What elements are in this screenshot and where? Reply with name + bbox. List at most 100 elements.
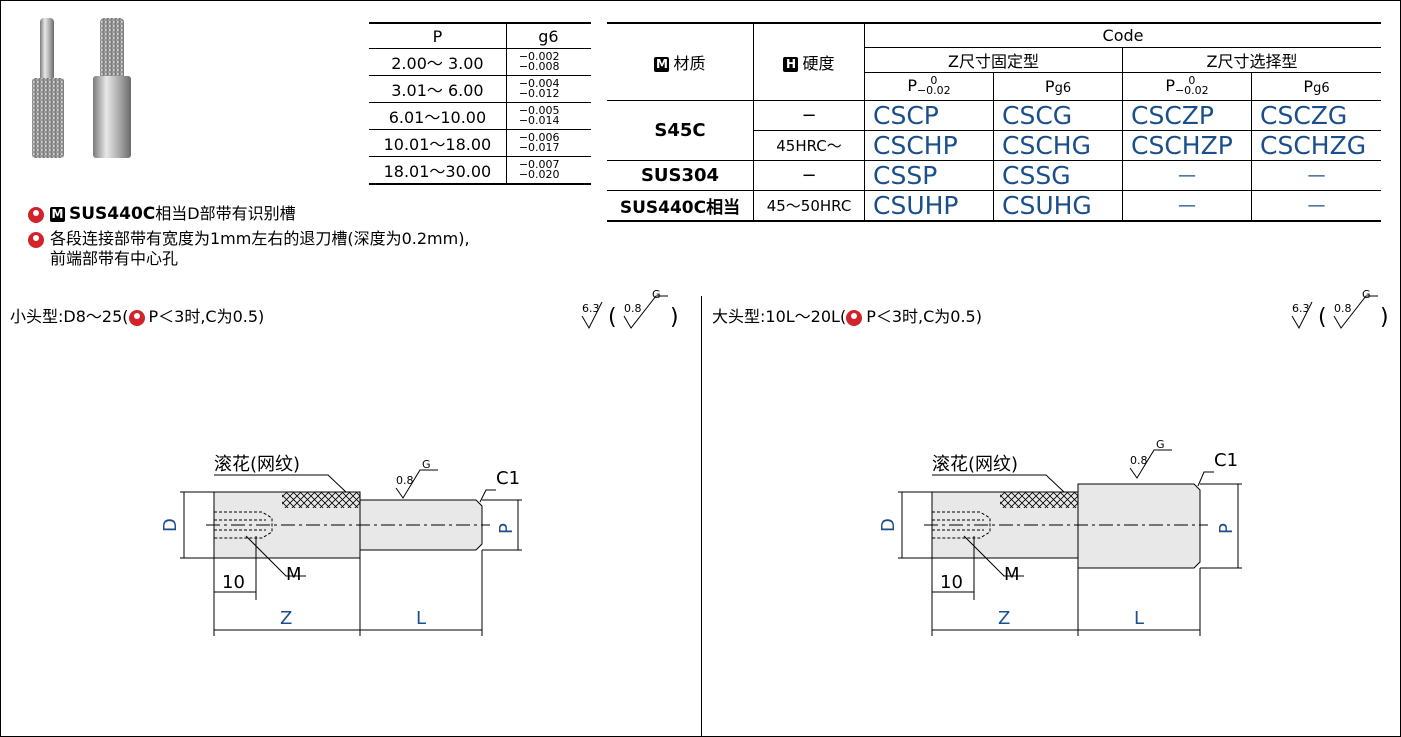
code-cell[interactable]: CSCHZG	[1251, 129, 1381, 161]
right-title-pre: 大头型:10L～20L(	[712, 307, 847, 326]
tol-range: 3.01～ 6.00	[369, 75, 507, 103]
hardness-cell: 45HRC～	[753, 129, 865, 161]
svg-text:): )	[670, 305, 679, 330]
material-header-text: 材质	[673, 53, 706, 73]
dim-d: D	[878, 518, 899, 532]
code-cell: —	[1251, 159, 1381, 191]
note2-line1: 各段连接部带有宽度为1mm左右的退刀槽(深度为0.2mm),	[50, 229, 470, 248]
p-sub: P	[1165, 75, 1175, 95]
tol-lower: −0.017	[518, 141, 560, 155]
roughness-value: 0.8	[396, 474, 414, 487]
roughness-g: G	[1156, 440, 1165, 451]
code-cell: —	[1122, 189, 1252, 222]
code-cell[interactable]: CSUHP	[864, 189, 994, 222]
select-group-header: Z尺寸选择型	[1122, 46, 1381, 73]
dim-l: L	[1134, 608, 1144, 629]
dim-d: D	[160, 518, 181, 532]
left-title-post: P＜3时,C为0.5)	[148, 307, 265, 326]
code-cell[interactable]: CSCZP	[1122, 99, 1252, 131]
dim-m: M	[286, 564, 302, 585]
pg6-p: P	[1044, 76, 1055, 96]
code-header: Code	[864, 22, 1381, 48]
tol-header-g: g6	[506, 22, 591, 49]
table-row: 10.01～18.00 −0.006−0.017	[369, 129, 591, 157]
dim-z: Z	[280, 608, 292, 629]
dim-m: M	[1004, 564, 1020, 585]
table-row: 45HRC～ CSCHP CSCHG CSCHZP CSCHZG	[607, 129, 1381, 161]
material-icon: M	[654, 56, 670, 72]
info-icon	[128, 309, 145, 326]
tol-lower: −0.014	[518, 114, 560, 128]
note1-bold: SUS440C	[69, 204, 156, 224]
tol-range: 2.00～ 3.00	[369, 48, 507, 76]
note1-text: 相当D部带有识别槽	[155, 204, 296, 223]
tol-upper: −0.004	[518, 77, 560, 91]
right-technical-drawing: 滚花(网纹) 0.8 G C1 D P 10 M Z L	[878, 440, 1242, 636]
knurl-label: 滚花(网纹)	[932, 454, 1018, 475]
svg-text:): )	[1380, 305, 1389, 330]
code-cell[interactable]: CSCHZP	[1122, 129, 1252, 161]
hardness-cell: −	[753, 99, 865, 131]
material-cell: SUS304	[607, 159, 754, 191]
tol-lower: −0.012	[518, 87, 560, 101]
tol-upper: −0.005	[518, 104, 560, 118]
hardness-cell: 45～50HRC	[753, 189, 865, 222]
table-row: SUS304 − CSSP CSSG — —	[607, 159, 1381, 191]
table-row: S45C − CSCP CSCG CSCZP CSCZG	[607, 99, 1381, 161]
dim-l: L	[416, 608, 426, 629]
dim-z: Z	[998, 608, 1010, 629]
p-tol-lower: −0.02	[916, 84, 951, 98]
chamfer-label: C1	[496, 468, 520, 489]
left-section-title: 小头型:D8～25( P＜3时,C为0.5)	[10, 303, 264, 327]
code-cell[interactable]: CSUHG	[993, 189, 1123, 222]
tol-header-p: P	[369, 22, 507, 49]
code-cell[interactable]: CSSP	[864, 159, 994, 191]
p-sub: P	[907, 75, 917, 95]
code-cell[interactable]: CSCP	[864, 99, 994, 131]
hardness-cell: −	[753, 159, 865, 191]
left-technical-drawing: 滚花(网纹) 0.8 G C1 D P 10 M Z L	[160, 454, 522, 636]
pg6-header: Pg6	[993, 71, 1123, 101]
svg-text:(: (	[1318, 305, 1327, 330]
hardness-header-text: 硬度	[802, 53, 835, 73]
left-title-pre: 小头型:D8～25(	[10, 307, 129, 326]
knurl-label: 滚花(网纹)	[214, 454, 300, 475]
dim-p: P	[1216, 523, 1237, 534]
table-row: 18.01～30.00 −0.007−0.020	[369, 156, 591, 185]
pg6-p: P	[1303, 76, 1314, 96]
info-icon	[28, 231, 44, 248]
code-cell: —	[1251, 189, 1381, 222]
finish-main-value: 6.3	[582, 302, 600, 315]
pg6-header-2: Pg6	[1251, 71, 1381, 101]
pg6-sub: g6	[1313, 80, 1330, 96]
code-cell[interactable]: CSCZG	[1251, 99, 1381, 131]
p-tol-upper: 0	[930, 74, 938, 88]
tol-lower: −0.008	[518, 60, 560, 74]
code-cell[interactable]: CSSG	[993, 159, 1123, 191]
note2-line2: 前端部带有中心孔	[50, 249, 179, 268]
tol-upper: −0.006	[518, 131, 560, 145]
roughness-g: G	[422, 458, 431, 471]
roughness-value: 0.8	[1130, 454, 1148, 467]
table-row: 6.01～10.00 −0.005−0.014	[369, 102, 591, 130]
dim-10: 10	[222, 572, 245, 593]
material-icon: M	[50, 207, 65, 222]
code-cell[interactable]: CSCHG	[993, 129, 1123, 161]
svg-text:(: (	[608, 305, 617, 330]
chamfer-label: C1	[1214, 450, 1238, 471]
code-cell[interactable]: CSCG	[993, 99, 1123, 131]
finish-main-value: 6.3	[1292, 302, 1310, 315]
dim-10: 10	[940, 572, 963, 593]
product-photo	[32, 18, 131, 158]
tol-range: 10.01～18.00	[369, 129, 507, 157]
finish-paren-value: 0.8	[624, 302, 642, 315]
material-cell: SUS440C相当	[607, 189, 754, 222]
surface-finish-symbol-right: 6.3 ( 0.8 G )	[1291, 288, 1389, 330]
dim-p: P	[496, 523, 517, 534]
code-cell[interactable]: CSCHP	[864, 129, 994, 161]
table-row: SUS440C相当 45～50HRC CSUHP CSUHG — —	[607, 189, 1381, 222]
